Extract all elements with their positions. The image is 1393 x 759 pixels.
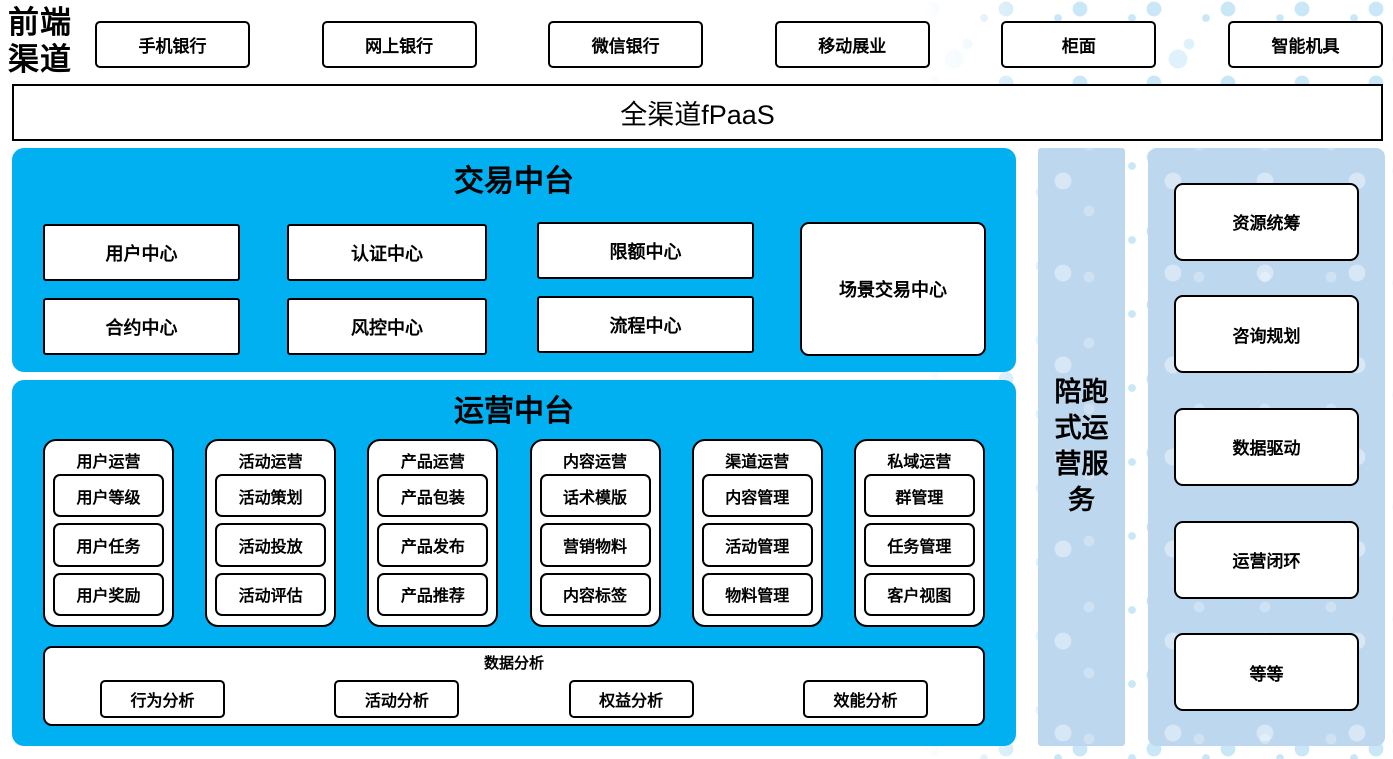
op-item: 内容标签 [539, 572, 651, 616]
op-item: 群管理 [863, 474, 975, 518]
op-item: 客户视图 [863, 572, 975, 616]
trade-platform-panel: 交易中台 用户中心 认证中心 限额中心 合约中心 风控中心 流程中心 场景交易中… [12, 148, 1016, 372]
service-box-resource-planning: 资源统筹 [1174, 182, 1359, 261]
column-user-operation: 用户运营 用户等级 用户任务 用户奖励 [43, 439, 174, 627]
column-title: 用户运营 [76, 454, 141, 471]
column-content-operation: 内容运营 话术模版 营销物料 内容标签 [529, 439, 661, 627]
trade-platform-title: 交易中台 [454, 165, 574, 198]
center-box-process: 流程中心 [537, 296, 754, 353]
operation-platform-panel: 运营中台 用户运营 用户等级 用户任务 用户奖励 活动运营 活动策划 活动投放 … [12, 380, 1016, 746]
channel-box-smart-devices: 智能机具 [1227, 21, 1383, 68]
analysis-box-rights: 权益分析 [568, 680, 694, 718]
column-title: 活动运营 [238, 454, 303, 471]
center-box-auth: 认证中心 [287, 224, 487, 281]
companion-service-bar: 陪跑式运营服务 [1038, 148, 1125, 746]
center-box-risk: 风控中心 [287, 298, 487, 355]
op-item: 活动策划 [215, 474, 327, 518]
column-product-operation: 产品运营 产品包装 产品发布 产品推荐 [367, 439, 499, 627]
operation-columns-row: 用户运营 用户等级 用户任务 用户奖励 活动运营 活动策划 活动投放 活动评估 … [43, 439, 985, 629]
service-box-consulting: 咨询规划 [1174, 295, 1359, 374]
column-title: 私域运营 [887, 454, 952, 471]
op-item: 产品发布 [377, 523, 489, 567]
companion-service-label: 陪跑式运营服务 [1054, 377, 1109, 515]
data-analysis-strip: 数据分析 行为分析 活动分析 权益分析 效能分析 [43, 646, 985, 726]
data-analysis-title: 数据分析 [483, 655, 544, 672]
channel-box-online-banking: 网上银行 [321, 21, 477, 68]
center-box-contract: 合约中心 [43, 298, 240, 355]
op-item: 用户任务 [53, 523, 164, 567]
center-box-user: 用户中心 [43, 224, 240, 281]
op-item: 用户奖励 [53, 572, 164, 616]
fpaas-bar-label: 全渠道fPaaS [620, 100, 775, 130]
column-channel-operation: 渠道运营 内容管理 活动管理 物料管理 [691, 439, 823, 627]
channel-box-mobile-banking: 手机银行 [95, 21, 250, 68]
op-item: 任务管理 [863, 523, 975, 567]
column-private-domain-operation: 私域运营 群管理 任务管理 客户视图 [853, 439, 985, 627]
channel-box-wechat-banking: 微信银行 [548, 21, 704, 68]
op-item: 产品包装 [377, 474, 489, 518]
op-item: 物料管理 [701, 572, 813, 616]
operation-platform-title: 运营中台 [454, 395, 574, 428]
channel-box-counter: 柜面 [1001, 21, 1157, 68]
service-box-etc: 等等 [1174, 633, 1359, 712]
op-item: 活动管理 [701, 523, 813, 567]
front-channels-label: 前端渠道 [8, 5, 72, 78]
column-title: 内容运营 [563, 454, 628, 471]
column-activity-operation: 活动运营 活动策划 活动投放 活动评估 [205, 439, 337, 627]
analysis-box-efficiency: 效能分析 [802, 680, 928, 718]
center-box-limit: 限额中心 [537, 222, 754, 279]
column-title: 产品运营 [400, 454, 465, 471]
service-box-operation-loop: 运营闭环 [1174, 520, 1359, 599]
service-items-panel: 资源统筹 咨询规划 数据驱动 运营闭环 等等 [1148, 148, 1385, 746]
fpaas-bar: 全渠道fPaaS [12, 84, 1383, 141]
analysis-box-activity: 活动分析 [334, 680, 460, 718]
column-title: 渠道运营 [725, 454, 790, 471]
op-item: 营销物料 [539, 523, 651, 567]
op-item: 产品推荐 [377, 572, 489, 616]
op-item: 活动投放 [215, 523, 327, 567]
op-item: 内容管理 [701, 474, 813, 518]
channel-box-mobile-marketing: 移动展业 [774, 21, 930, 68]
op-item: 用户等级 [53, 474, 164, 518]
op-item: 话术模版 [539, 474, 651, 518]
front-channels-row: 手机银行 网上银行 微信银行 移动展业 柜面 智能机具 [95, 21, 1383, 68]
service-box-data-driven: 数据驱动 [1174, 407, 1359, 486]
analysis-box-behavior: 行为分析 [100, 680, 225, 718]
data-analysis-row: 行为分析 活动分析 权益分析 效能分析 [45, 680, 983, 718]
op-item: 活动评估 [215, 572, 327, 616]
center-box-scene-trade: 场景交易中心 [800, 222, 986, 356]
